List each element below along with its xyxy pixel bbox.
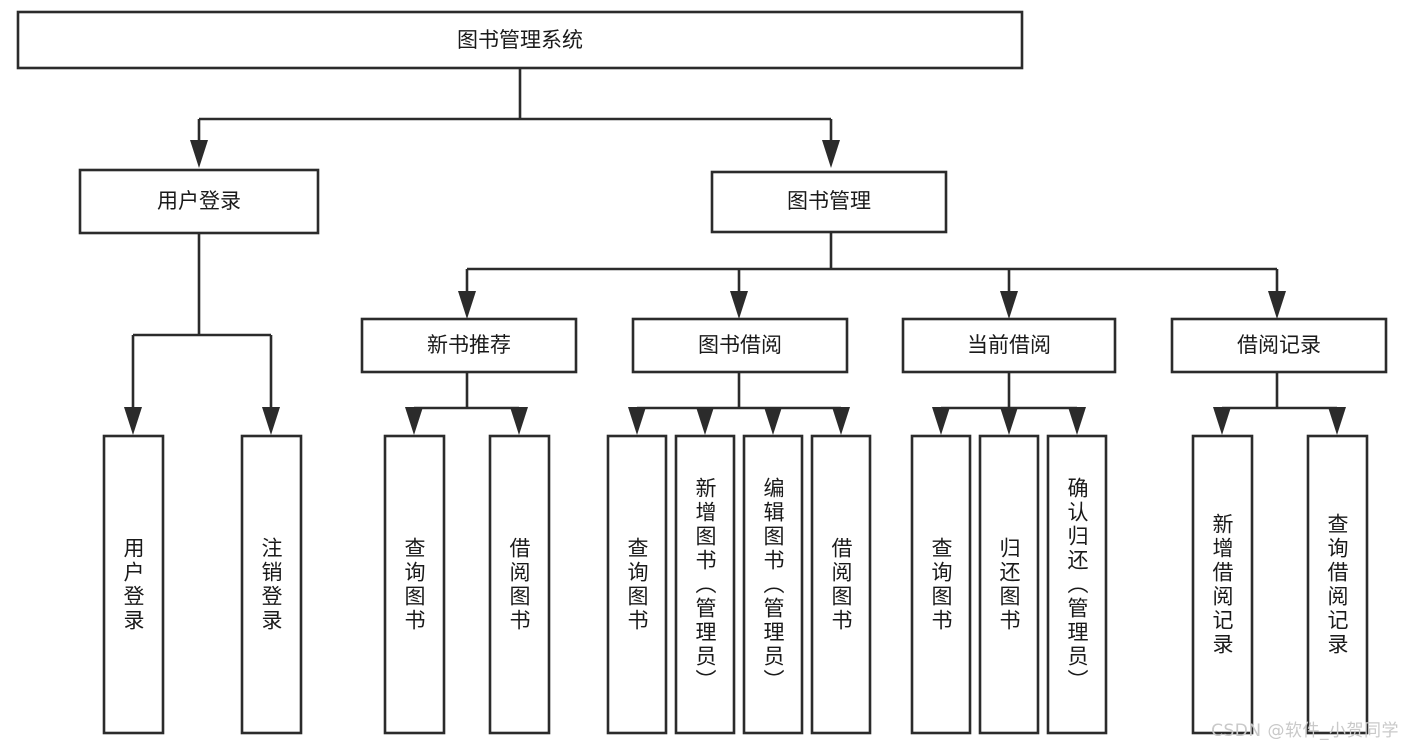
node-book-borrow[interactable]: 图书借阅 [631, 317, 849, 374]
leaf-query-record-box[interactable] [1306, 434, 1369, 735]
arrow-leaf-confirm-return [1068, 407, 1086, 435]
leaf-query-book-2-box[interactable] [606, 434, 668, 735]
leaf-user-login[interactable]: 用户登录 [102, 434, 165, 735]
node-user-login[interactable]: 用户登录 [78, 168, 320, 235]
leaf-add-record-box[interactable] [1191, 434, 1254, 735]
arrow-leaf-query-book-1 [405, 407, 423, 435]
node-root-box[interactable] [16, 10, 1024, 70]
node-root-label: 图书管理系统 [457, 28, 583, 52]
node-book-borrow-label: 图书借阅 [698, 333, 782, 357]
leaf-confirm-return-box[interactable] [1046, 434, 1108, 735]
leaf-query-book-2-label: 查询图书 [625, 537, 649, 633]
arrow-leaf-query-book-2 [628, 407, 646, 435]
node-user-login-box[interactable] [78, 168, 320, 235]
node-root[interactable]: 图书管理系统 [16, 10, 1024, 70]
leaf-return-book-box[interactable] [978, 434, 1040, 735]
connector-layer [124, 68, 1346, 435]
leaf-logout-login[interactable]: 注销登录 [240, 434, 303, 735]
leaf-add-record[interactable]: 新增借阅记录 [1191, 434, 1254, 735]
leaf-user-login-box[interactable] [102, 434, 165, 735]
leaf-borrow-book-1-label: 借阅图书 [507, 537, 531, 633]
node-book-management-label: 图书管理 [787, 189, 871, 213]
leaf-add-book[interactable]: 新增图书（管理员） [674, 434, 736, 735]
node-book-management-box[interactable] [710, 170, 948, 234]
leaf-edit-book-box[interactable] [742, 434, 804, 735]
leaf-user-login-label: 用户登录 [121, 537, 145, 633]
leaf-query-book-3-label: 查询图书 [929, 537, 953, 633]
node-borrow-record[interactable]: 借阅记录 [1170, 317, 1388, 374]
arrow-to-book-borrow [730, 291, 748, 319]
arrow-leaf-query-record [1328, 407, 1346, 435]
leaf-query-book-1-box[interactable] [383, 434, 446, 735]
leaf-borrow-book-1-box[interactable] [488, 434, 551, 735]
leaf-query-book-1-label: 查询图书 [402, 537, 426, 633]
leaf-query-record-label: 查询借阅记录 [1325, 513, 1349, 657]
arrow-leaf-user-login [124, 407, 142, 435]
leaf-return-book[interactable]: 归还图书 [978, 434, 1040, 735]
node-current-borrow[interactable]: 当前借阅 [901, 317, 1117, 374]
node-borrow-record-label: 借阅记录 [1237, 333, 1321, 357]
arrow-to-new-book [458, 291, 476, 319]
leaf-confirm-return[interactable]: 确认归还（管理员） [1046, 434, 1108, 735]
arrow-leaf-query-book-3 [932, 407, 950, 435]
leaf-add-book-label: 新增图书（管理员） [693, 477, 717, 693]
node-user-login-label: 用户登录 [157, 189, 241, 213]
leaf-add-book-box[interactable] [674, 434, 736, 735]
node-book-management[interactable]: 图书管理 [710, 170, 948, 234]
arrow-to-current-borrow [1000, 291, 1018, 319]
leaf-query-book-2[interactable]: 查询图书 [606, 434, 668, 735]
leaf-logout-login-box[interactable] [240, 434, 303, 735]
leaf-confirm-return-label: 确认归还（管理员） [1065, 477, 1089, 693]
leaf-query-record[interactable]: 查询借阅记录 [1306, 434, 1369, 735]
leaf-query-book-1[interactable]: 查询图书 [383, 434, 446, 735]
node-current-borrow-box[interactable] [901, 317, 1117, 374]
node-new-book-recommend-label: 新书推荐 [427, 333, 511, 357]
node-new-book-recommend-box[interactable] [360, 317, 578, 374]
leaf-edit-book-label: 编辑图书（管理员） [761, 477, 785, 693]
leaf-add-record-label: 新增借阅记录 [1210, 513, 1234, 657]
leaf-edit-book[interactable]: 编辑图书（管理员） [742, 434, 804, 735]
leaf-query-book-3-box[interactable] [910, 434, 972, 735]
leaf-borrow-book-2-label: 借阅图书 [829, 537, 853, 633]
arrow-to-user-login [190, 140, 208, 168]
leaf-borrow-book-2-box[interactable] [810, 434, 872, 735]
arrow-leaf-add-record [1213, 407, 1231, 435]
node-new-book-recommend[interactable]: 新书推荐 [360, 317, 578, 374]
arrow-leaf-add-book [696, 407, 714, 435]
node-borrow-record-box[interactable] [1170, 317, 1388, 374]
arrow-leaf-return-book [1000, 407, 1018, 435]
arrow-leaf-borrow-book-2 [832, 407, 850, 435]
node-book-borrow-box[interactable] [631, 317, 849, 374]
leaf-borrow-book-1[interactable]: 借阅图书 [488, 434, 551, 735]
leaf-logout-login-label: 注销登录 [259, 537, 283, 633]
arrow-to-borrow-record [1268, 291, 1286, 319]
arrow-to-book-management [822, 140, 840, 168]
node-current-borrow-label: 当前借阅 [967, 333, 1051, 357]
arrow-leaf-logout-login [262, 407, 280, 435]
arrow-leaf-borrow-book-1 [510, 407, 528, 435]
leaf-return-book-label: 归还图书 [997, 537, 1021, 633]
leaf-borrow-book-2[interactable]: 借阅图书 [810, 434, 872, 735]
arrow-leaf-edit-book [764, 407, 782, 435]
leaf-query-book-3[interactable]: 查询图书 [910, 434, 972, 735]
